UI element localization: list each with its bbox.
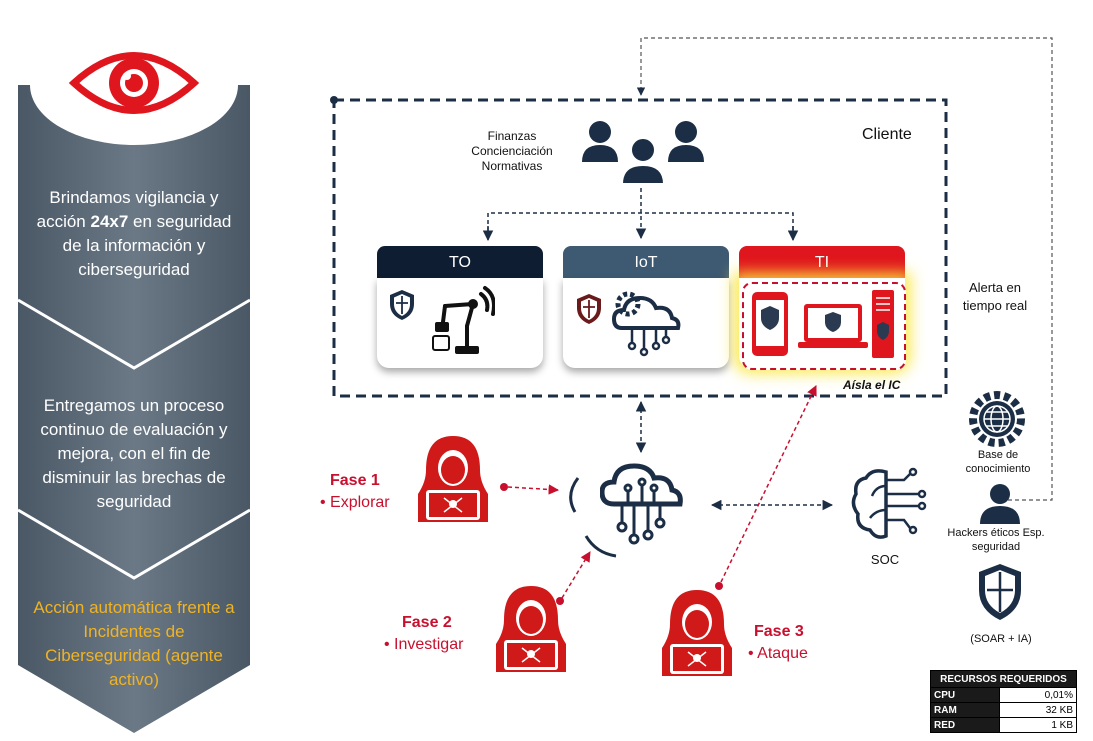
eye-icon [68, 52, 200, 114]
shield-icon [577, 294, 601, 324]
soc-label: SOC [870, 552, 900, 567]
left-block-3: Acción automática frente a Incidentes de… [33, 598, 235, 689]
phase-2-action: • Investigar [384, 636, 464, 653]
tab-to-title: TO [449, 254, 471, 271]
resource-key: RAM [930, 702, 1000, 718]
client-label: Cliente [862, 126, 912, 143]
block1-text-a: Brindamos vigilancia y acción [36, 188, 219, 231]
block1-bold: 24x7 [90, 212, 129, 231]
phase-3-name: Fase 3 [754, 623, 804, 640]
isolate-label: Aísla el IC [843, 378, 901, 392]
phase-1-action: • Explorar [320, 494, 390, 511]
robot-arm-icon [432, 286, 495, 354]
left-block-1: Brindamos vigilancia y acción 24x7 en se… [28, 186, 240, 282]
client-roles: Finanzas Concienciación Normativas [462, 129, 562, 174]
tab-iot-header: IoT [563, 246, 729, 278]
role-finanzas: Finanzas [487, 129, 537, 143]
phase-2-name: Fase 2 [402, 614, 452, 631]
resource-value: 32 KB [999, 702, 1077, 718]
knowledge-label: Base de conocimiento [965, 449, 1031, 475]
role-concienciacion: Concienciación [471, 144, 553, 158]
it-devices-icon [752, 290, 894, 358]
brain-circuit-icon [851, 467, 927, 539]
resource-value: 1 KB [999, 717, 1077, 733]
phase-1: Fase 1 • Explorar [320, 470, 390, 514]
role-normativas: Normativas [481, 159, 543, 173]
shield-icon [979, 564, 1021, 620]
hacker-icon [662, 590, 732, 676]
resource-value: 0,01% [999, 687, 1077, 703]
shield-icon [390, 290, 414, 320]
phase-3-action: • Ataque [748, 645, 808, 662]
soar-label: (SOAR + IA) [970, 633, 1032, 645]
phase-1-name: Fase 1 [330, 472, 380, 489]
cloud-network-icon [611, 291, 681, 357]
users-group-icon [582, 121, 704, 185]
resource-key: RED [930, 717, 1000, 733]
hacker-icon [418, 436, 488, 522]
tab-iot-title: IoT [634, 254, 658, 271]
client-box [332, 98, 948, 398]
block1-text-b: en seguridad de la información y ciberse… [62, 212, 232, 279]
resources-title: RECURSOS REQUERIDOS [930, 670, 1077, 688]
tab-to-header: TO [377, 246, 543, 278]
user-icon [980, 484, 1020, 524]
alert-label: Alerta en tiempo real [962, 280, 1028, 313]
cloud-network-icon [600, 463, 683, 545]
left-panel-background [17, 25, 251, 733]
resource-key: CPU [930, 687, 1000, 703]
hackers-label: Hackers éticos Esp. seguridad [947, 527, 1045, 553]
phase-3: Fase 3 • Ataque [748, 621, 808, 665]
gear-globe-icon [969, 391, 1025, 447]
left-block-2: Entregamos un proceso continuo de evalua… [40, 396, 228, 511]
tab-ti-title: TI [814, 254, 830, 271]
tab-ti-header: TI [739, 246, 905, 278]
phase-2: Fase 2 • Investigar [384, 612, 463, 656]
hacker-icon [496, 586, 566, 672]
